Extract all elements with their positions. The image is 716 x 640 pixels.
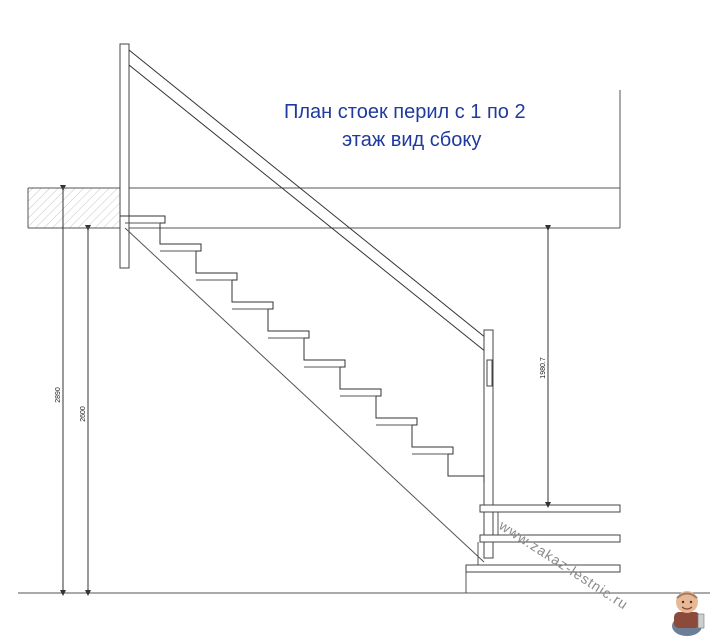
top-newel-post: [119, 43, 130, 269]
dimension-label-headroom: 1980.7: [540, 357, 547, 379]
handrail: [128, 49, 487, 353]
dimension-label-floor: 2600: [80, 406, 87, 422]
post-bracket: [486, 359, 493, 387]
dimension-floor-height: 2600: [80, 225, 96, 596]
mascot-icon: [672, 591, 705, 636]
dimension-headroom: 1980.7: [540, 225, 551, 508]
stair-steps: [120, 215, 485, 483]
dimension-label-total: 2890: [55, 387, 62, 403]
dimension-total-height: 2890: [55, 185, 71, 596]
lower-landing-steps: [465, 504, 621, 593]
stringer-underside: [124, 227, 485, 563]
title-line-1: План стоек перил с 1 по 2: [284, 101, 526, 123]
title-line-2: этаж вид сбоку: [342, 129, 481, 151]
step-risers-left: [125, 222, 448, 455]
bottom-newel-post: [483, 329, 494, 559]
